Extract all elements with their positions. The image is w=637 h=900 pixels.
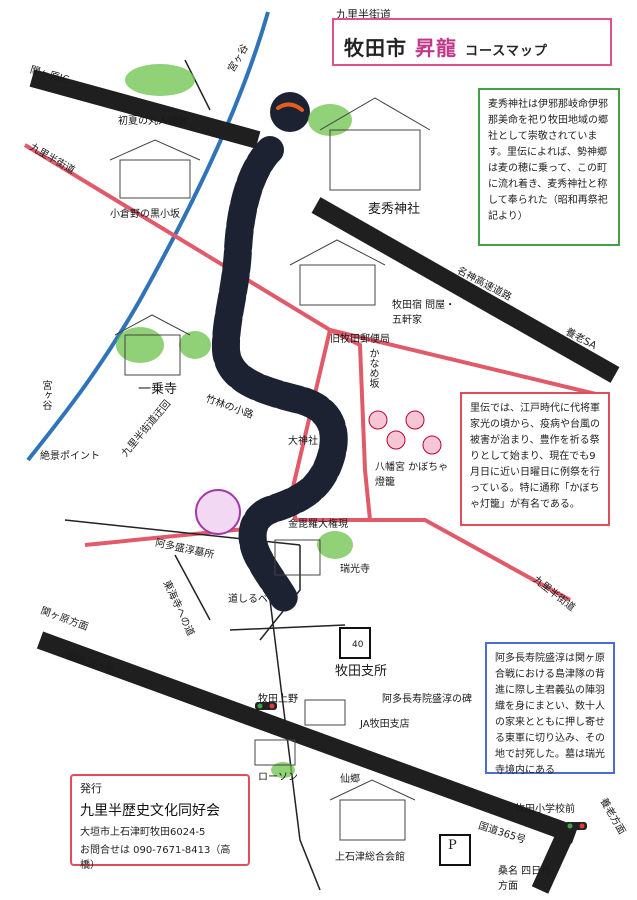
title-dragon: 昇龍 <box>414 36 457 60</box>
note-mugi-shrine: 麦秀神社は伊邪那岐命伊邪那美命を祀り牧田地域の郷社として崇敬されています。里伝に… <box>478 88 620 246</box>
label-signpost: 道しるべ <box>228 594 268 605</box>
publisher-heading: 発行 <box>80 782 102 795</box>
label-makita-juku: 牧田宿 問屋・五軒家 <box>392 300 456 326</box>
parking-signs <box>339 627 471 866</box>
label-kamiishizu-hall: 上石津総合会館 <box>335 852 405 863</box>
dragon-route <box>211 92 348 614</box>
label-katsurazaka: かなめ坂 <box>367 348 378 388</box>
lantern-festival <box>368 410 442 455</box>
note-lantern-festival: 里伝では、江戸時代に代将軍家光の頃から、疫病や台風の被害が治まり、豊作を祈る祭り… <box>460 392 610 526</box>
label-hachiman: 八幡宮 かぼちゃ燈籠 <box>375 462 449 488</box>
ata-grave-marker <box>195 489 241 535</box>
label-viewpoint: 絶景ポイント <box>40 451 100 462</box>
label-ata-monument: 阿多長寿院盛淳の碑 <box>382 694 472 705</box>
publisher-address: 大垣市上石津町牧田6024-5 <box>80 827 206 838</box>
label-lawson: ローソン <box>258 772 298 783</box>
label-mugi-shrine: 麦秀神社 <box>368 202 421 217</box>
label-makita-school: 牧田小学校前 <box>515 804 575 815</box>
publisher-box: 発行 九里半歴史文化同好会 大垣市上石津町牧田6024-5 お問合せは 090-… <box>70 774 250 871</box>
label-kanamori: 金毘羅大権現 <box>288 519 348 530</box>
publisher-org: 九里半歴史文化同好会 <box>80 803 220 819</box>
note-ata-grave: 阿多長寿院盛淳は関ヶ原合戦における島津隊の背進に際し主君義弘の陣羽織を身にまとい… <box>485 642 615 776</box>
label-ohashi-shrine: 大神社 <box>288 436 318 447</box>
title-city: 牧田市 <box>344 36 407 60</box>
label-mugi-area: 初夏の丸入神社 <box>118 116 188 127</box>
title-course: コースマップ <box>464 44 548 59</box>
label-makita-kamino: 牧田上野 <box>258 694 298 705</box>
highways <box>29 69 620 894</box>
label-parking: P <box>448 838 457 853</box>
map-title: 牧田市 昇龍 コースマップ <box>332 18 612 66</box>
label-inabe-dir: 桑名 四日市方面 <box>498 866 552 892</box>
building-sketches <box>109 97 431 841</box>
publisher-contact: お問合せは 090-7671-8413（高橋） <box>80 845 231 871</box>
label-senchu: 仙郷 <box>340 774 360 785</box>
label-makita-branch: 牧田支所 <box>335 664 388 679</box>
label-ichiyoji: 一乗寺 <box>138 382 178 397</box>
label-kaya-area: 小倉野の黒小坂 <box>110 209 180 220</box>
label-zuikoji: 瑞光寺 <box>340 564 370 575</box>
label-parking40: 40 <box>352 640 364 650</box>
traffic-signals <box>255 702 587 830</box>
label-ja-makita: JA牧田支店 <box>360 719 410 730</box>
tree-clusters <box>116 64 353 778</box>
label-old-post: 旧牧田郵便局 <box>330 334 390 345</box>
river <box>26 11 270 462</box>
label-miyadai-left: 宮ヶ谷 <box>40 380 51 410</box>
local-roads <box>64 59 346 891</box>
title-route: 九里半街道 <box>336 8 391 21</box>
